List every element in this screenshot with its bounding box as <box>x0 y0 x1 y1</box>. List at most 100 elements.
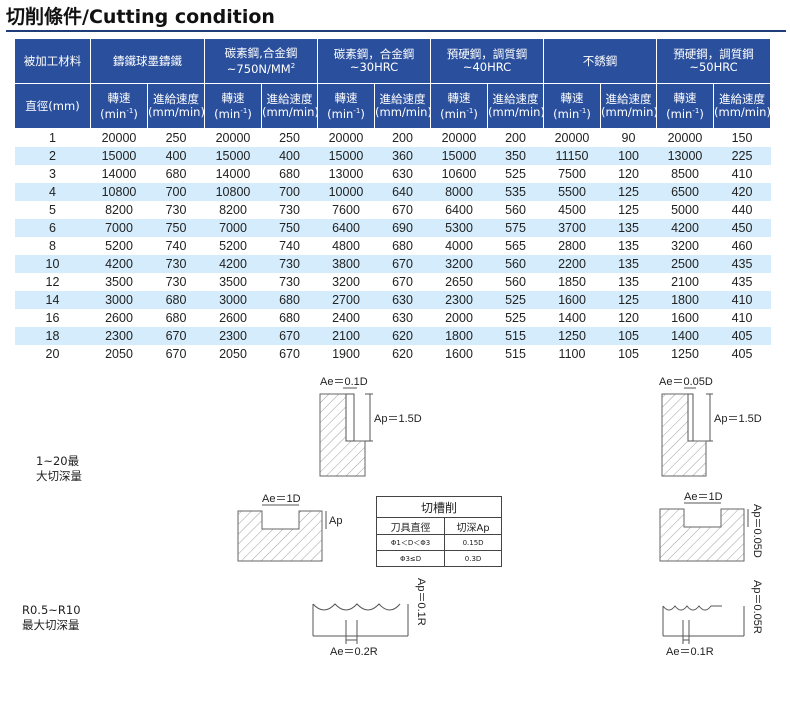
value-cell: 405 <box>713 345 771 363</box>
value-cell: 1600 <box>430 345 488 363</box>
material-header-6: 預硬鋼，調質鋼~50HRC <box>656 38 771 84</box>
value-cell: 2000 <box>430 309 488 327</box>
value-cell: 120 <box>600 165 657 183</box>
value-cell: 150 <box>713 128 771 147</box>
value-cell: 460 <box>713 237 771 255</box>
value-cell: 125 <box>600 201 657 219</box>
value-cell: 1900 <box>317 345 375 363</box>
value-cell: 14000 <box>90 165 148 183</box>
value-cell: 20000 <box>90 128 148 147</box>
label-ap-15d-right: Ap＝1.5D <box>714 413 762 425</box>
side-milling-diagram-left <box>319 387 373 477</box>
page-title: 切削條件/Cutting condition <box>6 4 786 32</box>
value-cell: 730 <box>261 273 318 291</box>
depth-label-radius: R0.5~R10 最大切深量 <box>22 603 81 633</box>
value-cell: 4800 <box>317 237 375 255</box>
value-cell: 2600 <box>204 309 262 327</box>
label-ap-15d-left: Ap＝1.5D <box>374 413 422 425</box>
value-cell: 3200 <box>317 273 375 291</box>
value-cell: 2050 <box>90 345 148 363</box>
value-cell: 525 <box>487 291 544 309</box>
value-cell: 680 <box>147 309 205 327</box>
speed-label: 轉速 <box>221 90 245 105</box>
value-cell: 680 <box>374 237 431 255</box>
value-cell: 3200 <box>430 255 488 273</box>
feed-unit: (mm/min) <box>714 105 771 119</box>
value-cell: 10600 <box>430 165 488 183</box>
speed-unit: (min-1) <box>100 106 138 121</box>
material-header-line: ~750N/MM2 <box>205 60 317 76</box>
side-milling-diagram-right <box>661 387 713 477</box>
feed-header: 進給速度(mm/min) <box>487 83 545 129</box>
value-cell: 135 <box>600 255 657 273</box>
value-cell: 14000 <box>204 165 262 183</box>
value-cell: 730 <box>147 201 205 219</box>
value-cell: 560 <box>487 273 544 291</box>
value-cell: 20000 <box>430 128 488 147</box>
label-ae-005d: Ae＝0.05D <box>659 376 713 388</box>
value-cell: 7500 <box>543 165 601 183</box>
value-cell: 6500 <box>656 183 714 201</box>
value-cell: 4200 <box>204 255 262 273</box>
value-cell: 135 <box>600 237 657 255</box>
speed-unit: (min-1) <box>553 106 591 121</box>
value-cell: 7000 <box>90 219 148 237</box>
value-cell: 630 <box>374 309 431 327</box>
value-cell: 680 <box>261 309 318 327</box>
value-cell: 1400 <box>543 309 601 327</box>
diameter-cell: 20 <box>14 345 91 363</box>
value-cell: 1250 <box>656 345 714 363</box>
value-cell: 2650 <box>430 273 488 291</box>
feed-unit: (mm/min) <box>375 105 432 119</box>
speed-label: 轉速 <box>673 90 697 105</box>
feed-label: 進給速度 <box>266 92 313 106</box>
material-header-line: 碳素鋼,合金鋼 <box>224 45 298 60</box>
material-header-line: 預硬鋼，調質鋼 <box>446 47 528 61</box>
value-cell: 410 <box>713 309 771 327</box>
value-cell: 90 <box>600 128 657 147</box>
value-cell: 3700 <box>543 219 601 237</box>
label-ae-1d-left: Ae＝1D <box>262 493 301 505</box>
groove-cell: Φ3≤D <box>375 550 446 567</box>
value-cell: 1400 <box>656 327 714 345</box>
value-cell: 750 <box>261 219 318 237</box>
value-cell: 420 <box>713 183 771 201</box>
value-cell: 20000 <box>317 128 375 147</box>
value-cell: 200 <box>487 128 544 147</box>
value-cell: 2700 <box>317 291 375 309</box>
diameter-cell: 2 <box>14 147 91 165</box>
value-cell: 350 <box>487 147 544 165</box>
value-cell: 560 <box>487 255 544 273</box>
material-header-1: 鑄鐵球墨鑄鐵 <box>90 38 205 84</box>
value-cell: 2800 <box>543 237 601 255</box>
value-cell: 1600 <box>543 291 601 309</box>
feed-label: 進給速度 <box>492 92 539 106</box>
value-cell: 410 <box>713 291 771 309</box>
speed-header: 轉速(min-1) <box>317 83 375 129</box>
value-cell: 670 <box>147 345 205 363</box>
value-cell: 730 <box>261 255 318 273</box>
diameter-cell: 1 <box>14 128 91 147</box>
value-cell: 20000 <box>656 128 714 147</box>
value-cell: 410 <box>713 165 771 183</box>
speed-header: 轉速(min-1) <box>204 83 262 129</box>
value-cell: 670 <box>374 255 431 273</box>
speed-label: 轉速 <box>560 90 584 105</box>
value-cell: 8000 <box>430 183 488 201</box>
diameter-cell: 5 <box>14 201 91 219</box>
value-cell: 120 <box>600 309 657 327</box>
superscript: 2 <box>290 61 296 70</box>
feed-unit: (mm/min) <box>148 105 205 119</box>
value-cell: 250 <box>147 128 205 147</box>
speed-header: 轉速(min-1) <box>543 83 601 129</box>
diameter-cell: 16 <box>14 309 91 327</box>
value-cell: 525 <box>487 309 544 327</box>
value-cell: 8500 <box>656 165 714 183</box>
material-header-line: ~30HRC <box>318 61 430 74</box>
value-cell: 3500 <box>204 273 262 291</box>
